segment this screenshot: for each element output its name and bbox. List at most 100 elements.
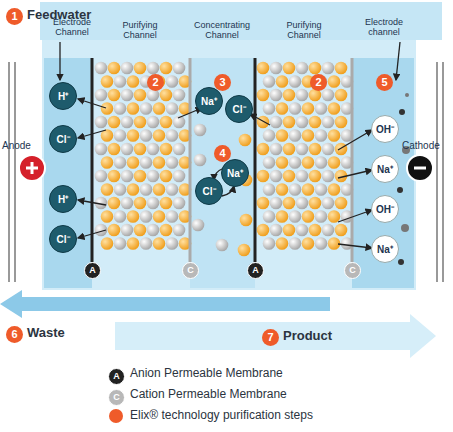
resin-bead: [239, 134, 252, 147]
resin-bead: [108, 143, 121, 156]
ion-circle: Na⁺: [371, 155, 399, 183]
resin-bead: [270, 224, 283, 237]
resin-bead: [160, 197, 173, 210]
resin-bead: [147, 224, 160, 237]
ion-circle: Cl⁻: [195, 177, 223, 205]
electrode-channel: [44, 58, 92, 288]
anode-symbol: [19, 155, 45, 181]
ion-circle: Cl⁻: [49, 125, 77, 153]
resin-bead: [270, 89, 283, 102]
resin-bead: [335, 197, 348, 210]
resin-bead: [315, 183, 328, 196]
ion-arrows: [60, 42, 400, 248]
resin-bead: [114, 210, 127, 223]
resin-bead: [289, 102, 302, 115]
resin-bead: [134, 89, 147, 102]
resin-bead: [270, 62, 283, 75]
ion-circle: Na⁺: [195, 87, 223, 115]
resin-bead: [147, 170, 160, 183]
cathode-plate: [442, 62, 444, 282]
resin-bead: [276, 183, 289, 196]
resin-bead: [121, 62, 134, 75]
resin-bead: [114, 183, 127, 196]
resin-bead: [101, 210, 114, 223]
ion-circle: Na⁺: [221, 159, 249, 187]
resin-bead: [257, 197, 270, 210]
resin-bead: [95, 89, 108, 102]
anode-plate: [14, 62, 16, 282]
callout-number: 2: [310, 74, 327, 91]
legend-swatch: [109, 409, 123, 423]
resin-bead: [296, 143, 309, 156]
callout-number: 5: [376, 74, 393, 91]
ion-circle: Cl⁻: [49, 225, 77, 253]
resin-bead: [173, 89, 186, 102]
resin-bead: [173, 224, 186, 237]
resin-bead: [263, 210, 276, 223]
legend-text: Cation Permeable Membrane: [130, 387, 287, 401]
resin-bead: [257, 143, 270, 156]
ion-circle: OH⁻: [371, 195, 399, 223]
ion-label: Cl⁻: [57, 232, 70, 246]
callout-number: 1: [6, 8, 23, 25]
resin-bead: [114, 129, 127, 142]
resin-bead: [302, 183, 315, 196]
resin-bead: [289, 210, 302, 223]
resin-bead: [108, 62, 121, 75]
ion-label: Na⁺: [377, 162, 393, 176]
ion-circle: H⁺: [49, 82, 77, 110]
resin-bead: [289, 183, 302, 196]
membrane-letter: A: [247, 262, 264, 279]
resin-bead: [173, 143, 186, 156]
resin-bead: [121, 89, 134, 102]
resin-bead: [127, 129, 140, 142]
resin-bead: [276, 210, 289, 223]
anion-membrane: [254, 58, 257, 262]
resin-bead: [134, 143, 147, 156]
callout-number: 6: [6, 326, 23, 343]
resin-bead: [283, 89, 296, 102]
resin-bead: [114, 102, 127, 115]
label: Electrode channel: [359, 17, 409, 37]
resin-bead: [173, 197, 186, 210]
resin-bead: [127, 102, 140, 115]
resin-bead: [153, 237, 166, 250]
resin-bead: [134, 170, 147, 183]
resin-bead: [101, 102, 114, 115]
resin-bead: [160, 170, 173, 183]
resin-bead: [166, 156, 179, 169]
resin-bead: [263, 156, 276, 169]
resin-bead: [283, 116, 296, 129]
resin-bead: [153, 210, 166, 223]
resin-bead: [296, 197, 309, 210]
anode-plate: [8, 62, 10, 282]
resin-bead: [302, 129, 315, 142]
legend-text: Elix® technology purification steps: [130, 408, 313, 422]
resin-bead: [147, 197, 160, 210]
resin-bead: [315, 237, 328, 250]
resin-bead: [101, 183, 114, 196]
resin-bead: [108, 170, 121, 183]
resin-bead: [140, 102, 153, 115]
resin-bead: [322, 89, 335, 102]
cation-membrane: [351, 58, 354, 262]
resin-bead: [121, 143, 134, 156]
resin-bead: [108, 116, 121, 129]
resin-bead: [315, 156, 328, 169]
resin-bead: [276, 237, 289, 250]
resin-bead: [335, 62, 348, 75]
resin-bead: [127, 237, 140, 250]
waste-arrow: [0, 290, 330, 318]
resin-bead: [95, 116, 108, 129]
label: Purifying Channel: [112, 20, 168, 40]
resin-bead: [257, 224, 270, 237]
resin-bead: [147, 116, 160, 129]
resin-bead: [322, 116, 335, 129]
resin-bead: [302, 210, 315, 223]
resin-bead: [263, 129, 276, 142]
resin-bead: [309, 62, 322, 75]
resin-bead: [289, 237, 302, 250]
resin-bead: [166, 102, 179, 115]
resin-bead: [127, 156, 140, 169]
resin-bead: [309, 170, 322, 183]
